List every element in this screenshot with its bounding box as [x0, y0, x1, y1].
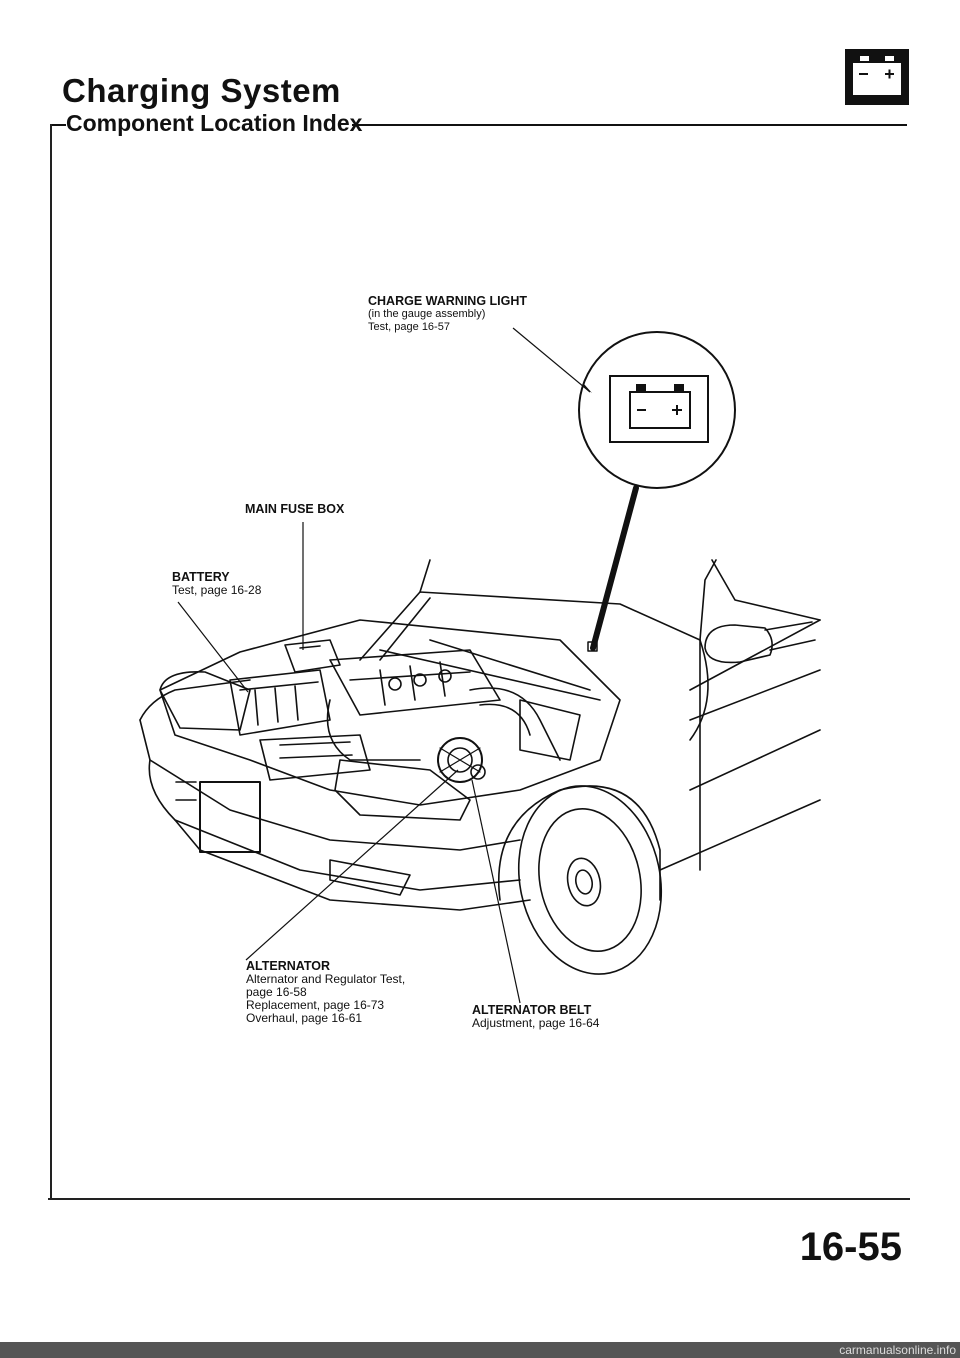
label-battery: BATTERY Test, page 16-28	[172, 571, 261, 597]
label-battery-line-1: Test, page 16-28	[172, 583, 262, 597]
battery-icon	[845, 49, 909, 105]
label-alternator-name: ALTERNATOR	[246, 959, 331, 973]
label-main-fuse-box-name: MAIN FUSE BOX	[245, 502, 345, 516]
label-charge-warning-light-line-1: (in the gauge assembly)	[368, 308, 486, 320]
footer-watermark: carmanualsonline.info	[839, 1343, 956, 1357]
label-battery-name: BATTERY	[172, 570, 230, 584]
leader-battery	[177, 601, 249, 693]
label-alternator-line-2: page 16-58	[246, 985, 307, 999]
frame-bottom-border	[48, 1198, 910, 1200]
charge-warning-light-symbol	[609, 375, 709, 443]
footer-bar	[0, 1342, 960, 1358]
label-alternator-belt: ALTERNATOR BELT Adjustment, page 16-64	[472, 1004, 599, 1030]
label-alternator-line-1: Alternator and Regulator Test,	[246, 972, 406, 986]
section-rule	[352, 124, 907, 126]
leader-alternator	[245, 769, 459, 961]
label-alternator-belt-name: ALTERNATOR BELT	[472, 1003, 592, 1017]
section-title: Component Location Index	[66, 110, 367, 137]
label-charge-warning-light-line-2: Test, page 16-57	[368, 321, 450, 333]
label-charge-warning-light-name: CHARGE WARNING LIGHT	[368, 294, 528, 308]
label-alternator: ALTERNATOR Alternator and Regulator Test…	[246, 960, 405, 1025]
label-main-fuse-box: MAIN FUSE BOX	[245, 503, 344, 516]
leader-alternator-belt	[471, 779, 521, 1004]
leader-warning-light	[512, 327, 591, 393]
page-number: 16-55	[799, 1225, 902, 1269]
frame-left-border	[50, 124, 52, 1199]
label-charge-warning-light: CHARGE WARNING LIGHT (in the gauge assem…	[368, 295, 548, 334]
label-alternator-line-3: Replacement, page 16-73	[246, 998, 385, 1012]
label-alternator-line-4: Overhaul, page 16-61	[246, 1011, 363, 1025]
label-alternator-belt-line-1: Adjustment, page 16-64	[472, 1016, 600, 1030]
page-title: Charging System	[62, 72, 341, 109]
section-rule-lead	[50, 124, 66, 126]
